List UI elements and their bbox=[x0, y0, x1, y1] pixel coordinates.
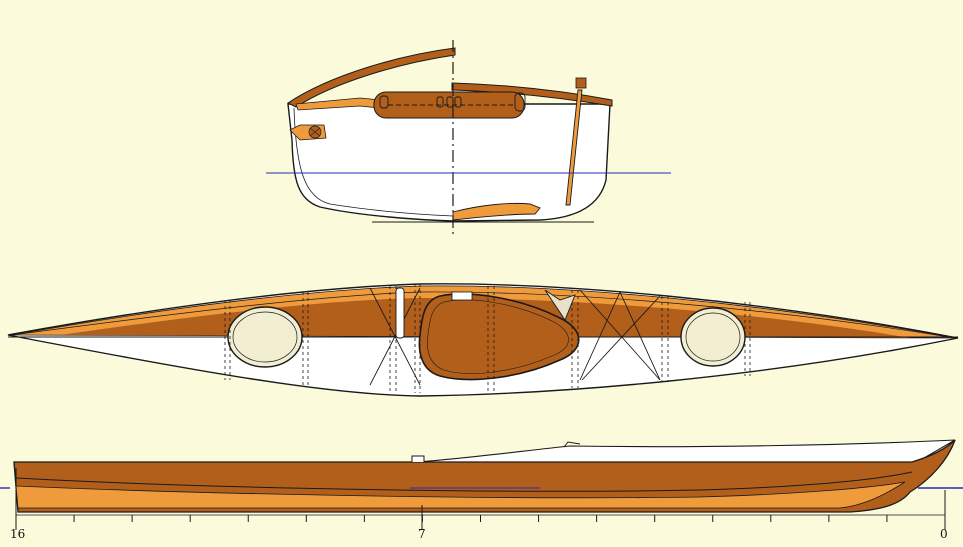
cross-section-floor-plank bbox=[452, 202, 541, 221]
profile-view: 16 7 0 bbox=[0, 439, 963, 541]
cross-section-coaming-arc bbox=[287, 47, 456, 108]
cross-section-hull-outline bbox=[287, 103, 611, 222]
profile-strake-band bbox=[15, 481, 906, 509]
plan-view bbox=[7, 283, 959, 397]
profile-deck-sheer bbox=[13, 439, 956, 466]
scale-label-mid: 7 bbox=[418, 527, 426, 541]
scale-label-bow: 0 bbox=[940, 527, 948, 541]
plan-cockpit-fitting bbox=[451, 291, 473, 301]
cross-section-view bbox=[266, 40, 671, 237]
scale-label-stern: 16 bbox=[10, 527, 25, 541]
plan-aft-hatch bbox=[227, 306, 303, 368]
cross-section-inner-line bbox=[293, 107, 454, 217]
profile-cockpit-coaming bbox=[411, 455, 425, 462]
profile-scale-ticks bbox=[73, 515, 888, 522]
cross-section-pole bbox=[565, 89, 583, 206]
plan-fore-hatch bbox=[680, 307, 746, 367]
cross-section-cleat bbox=[289, 124, 327, 141]
